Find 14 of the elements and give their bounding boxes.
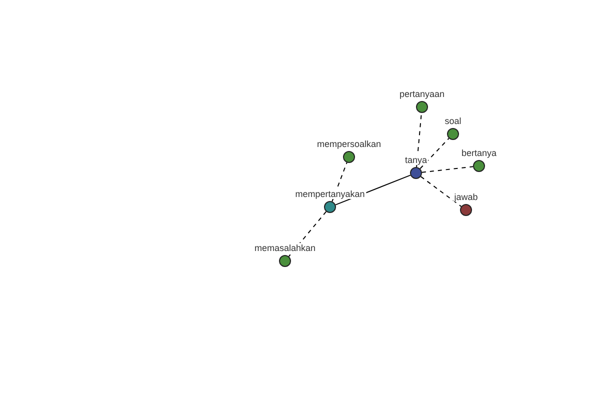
node-label: mempersoalkan: [316, 139, 382, 149]
node-label: jawab: [453, 192, 479, 202]
node-label: tanya: [404, 155, 428, 165]
connector-line: [332, 162, 348, 202]
node-label: pertanyaan: [398, 89, 446, 99]
connector-line: [420, 138, 450, 170]
connector-line: [288, 211, 327, 257]
node-label: soal: [444, 116, 462, 126]
node-label: mempertanyakan: [294, 189, 366, 199]
connector-line: [416, 112, 422, 168]
node-label: bertanya: [460, 148, 498, 158]
node-label: memasalahkan: [253, 243, 317, 253]
connector-line: [421, 166, 474, 173]
connector-line: [420, 176, 462, 207]
